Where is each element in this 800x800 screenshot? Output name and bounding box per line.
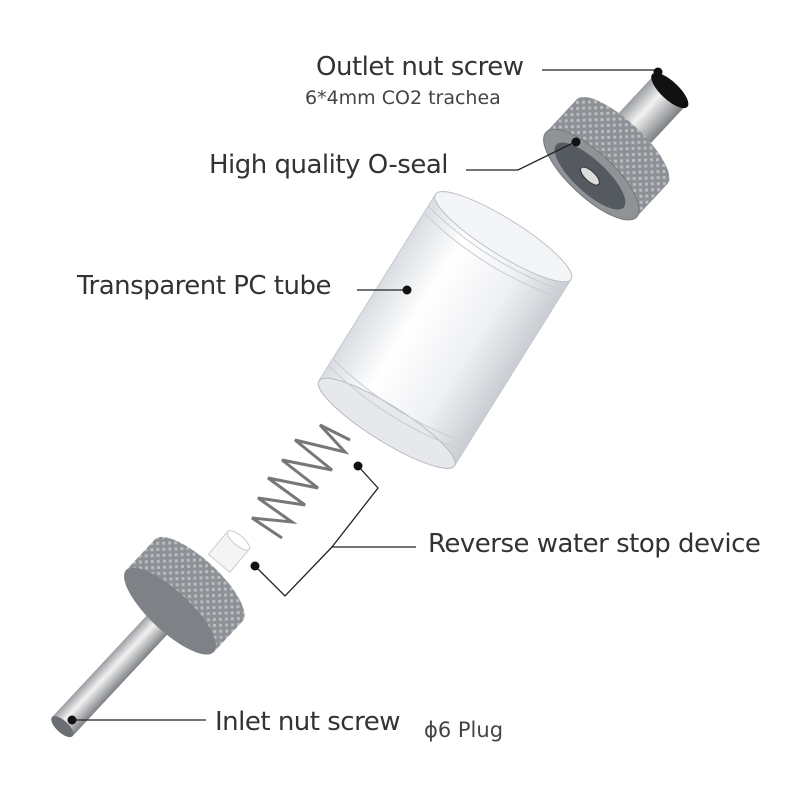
tube-label: Transparent PC tube (77, 271, 331, 301)
leader-dots (67, 67, 663, 725)
outlet-nut (543, 72, 689, 221)
spring (251, 423, 351, 540)
outlet-label: Outlet nut screw (316, 52, 524, 82)
reverse-label: Reverse water stop device (428, 529, 761, 559)
leader-lines (72, 69, 656, 721)
outlet-sublabel: 6*4mm CO2 trachea (305, 87, 501, 109)
check-valve (207, 530, 251, 574)
inlet-nut (51, 536, 245, 738)
oseal-label: High quality O-seal (209, 150, 449, 180)
inlet-sublabel: ϕ6 Plug (424, 718, 504, 742)
pc-tube (317, 191, 573, 469)
inlet-label: Inlet nut screw (215, 707, 400, 737)
